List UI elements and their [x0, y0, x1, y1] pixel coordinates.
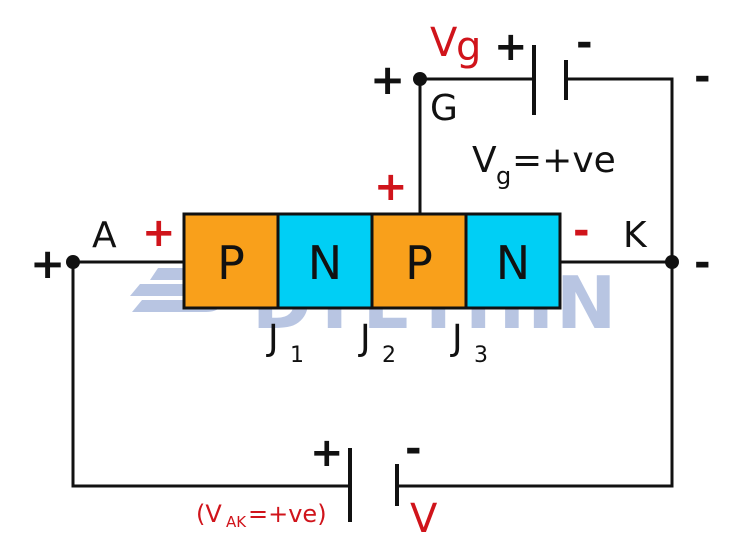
wire-gate-loop-right — [566, 77, 674, 262]
gate-battery-minus: - — [576, 20, 593, 66]
wires — [71, 77, 674, 488]
gate-battery-plus: + — [494, 24, 528, 70]
junction-j3-label: J 3 — [450, 318, 488, 368]
svg-text:g: g — [496, 162, 511, 190]
main-condition: (V AK =+ve) — [196, 500, 327, 531]
cathode-red-minus: - — [573, 208, 590, 254]
svg-text:=+ve): =+ve) — [248, 500, 327, 528]
thyristor: P N P N — [182, 212, 562, 310]
gate-outer-plus: + — [370, 55, 405, 104]
main-battery — [348, 448, 399, 522]
gate-loop-minus: - — [694, 54, 711, 100]
svg-text:J: J — [358, 318, 371, 359]
svg-text:V: V — [472, 140, 497, 181]
main-source-label: V — [410, 496, 438, 542]
node-cathode — [665, 255, 679, 269]
region-n1-label: N — [308, 236, 342, 290]
svg-text:3: 3 — [474, 343, 488, 368]
svg-text:J: J — [450, 318, 463, 359]
cathode-label: K — [623, 215, 648, 256]
anode-outer-plus: + — [30, 239, 65, 288]
region-p2 — [370, 212, 468, 310]
gate-source-label: V g — [430, 20, 481, 70]
region-p2-label: P — [405, 236, 433, 290]
anode-red-plus: + — [142, 210, 176, 256]
main-battery-plus: + — [310, 430, 344, 476]
svg-text:1: 1 — [290, 343, 304, 368]
node-gate — [413, 72, 427, 86]
gate-condition: V g =+ve — [472, 140, 616, 190]
svg-text:J: J — [266, 318, 279, 359]
gate-red-plus: + — [374, 164, 408, 210]
region-n2-label: N — [496, 236, 530, 290]
region-p1-label: P — [217, 236, 245, 290]
svg-text:g: g — [456, 24, 481, 70]
junction-j2-label: J 2 — [358, 318, 396, 368]
wire-main-loop-right — [397, 262, 674, 488]
svg-text:=+ve: =+ve — [512, 140, 616, 181]
svg-text:(V: (V — [196, 500, 222, 528]
region-n2 — [464, 212, 562, 310]
junction-j1-label: J 1 — [266, 318, 304, 368]
main-battery-minus: - — [405, 426, 422, 472]
node-anode — [66, 255, 80, 269]
anode-label: A — [92, 215, 117, 256]
cathode-outer-minus: - — [694, 240, 711, 286]
svg-text:AK: AK — [226, 513, 247, 531]
gate-label: G — [430, 88, 458, 129]
svg-text:2: 2 — [382, 343, 396, 368]
wire-main-loop-left — [71, 262, 350, 488]
svg-text:V: V — [430, 20, 458, 66]
region-n1 — [276, 212, 374, 310]
gate-battery — [532, 45, 568, 115]
